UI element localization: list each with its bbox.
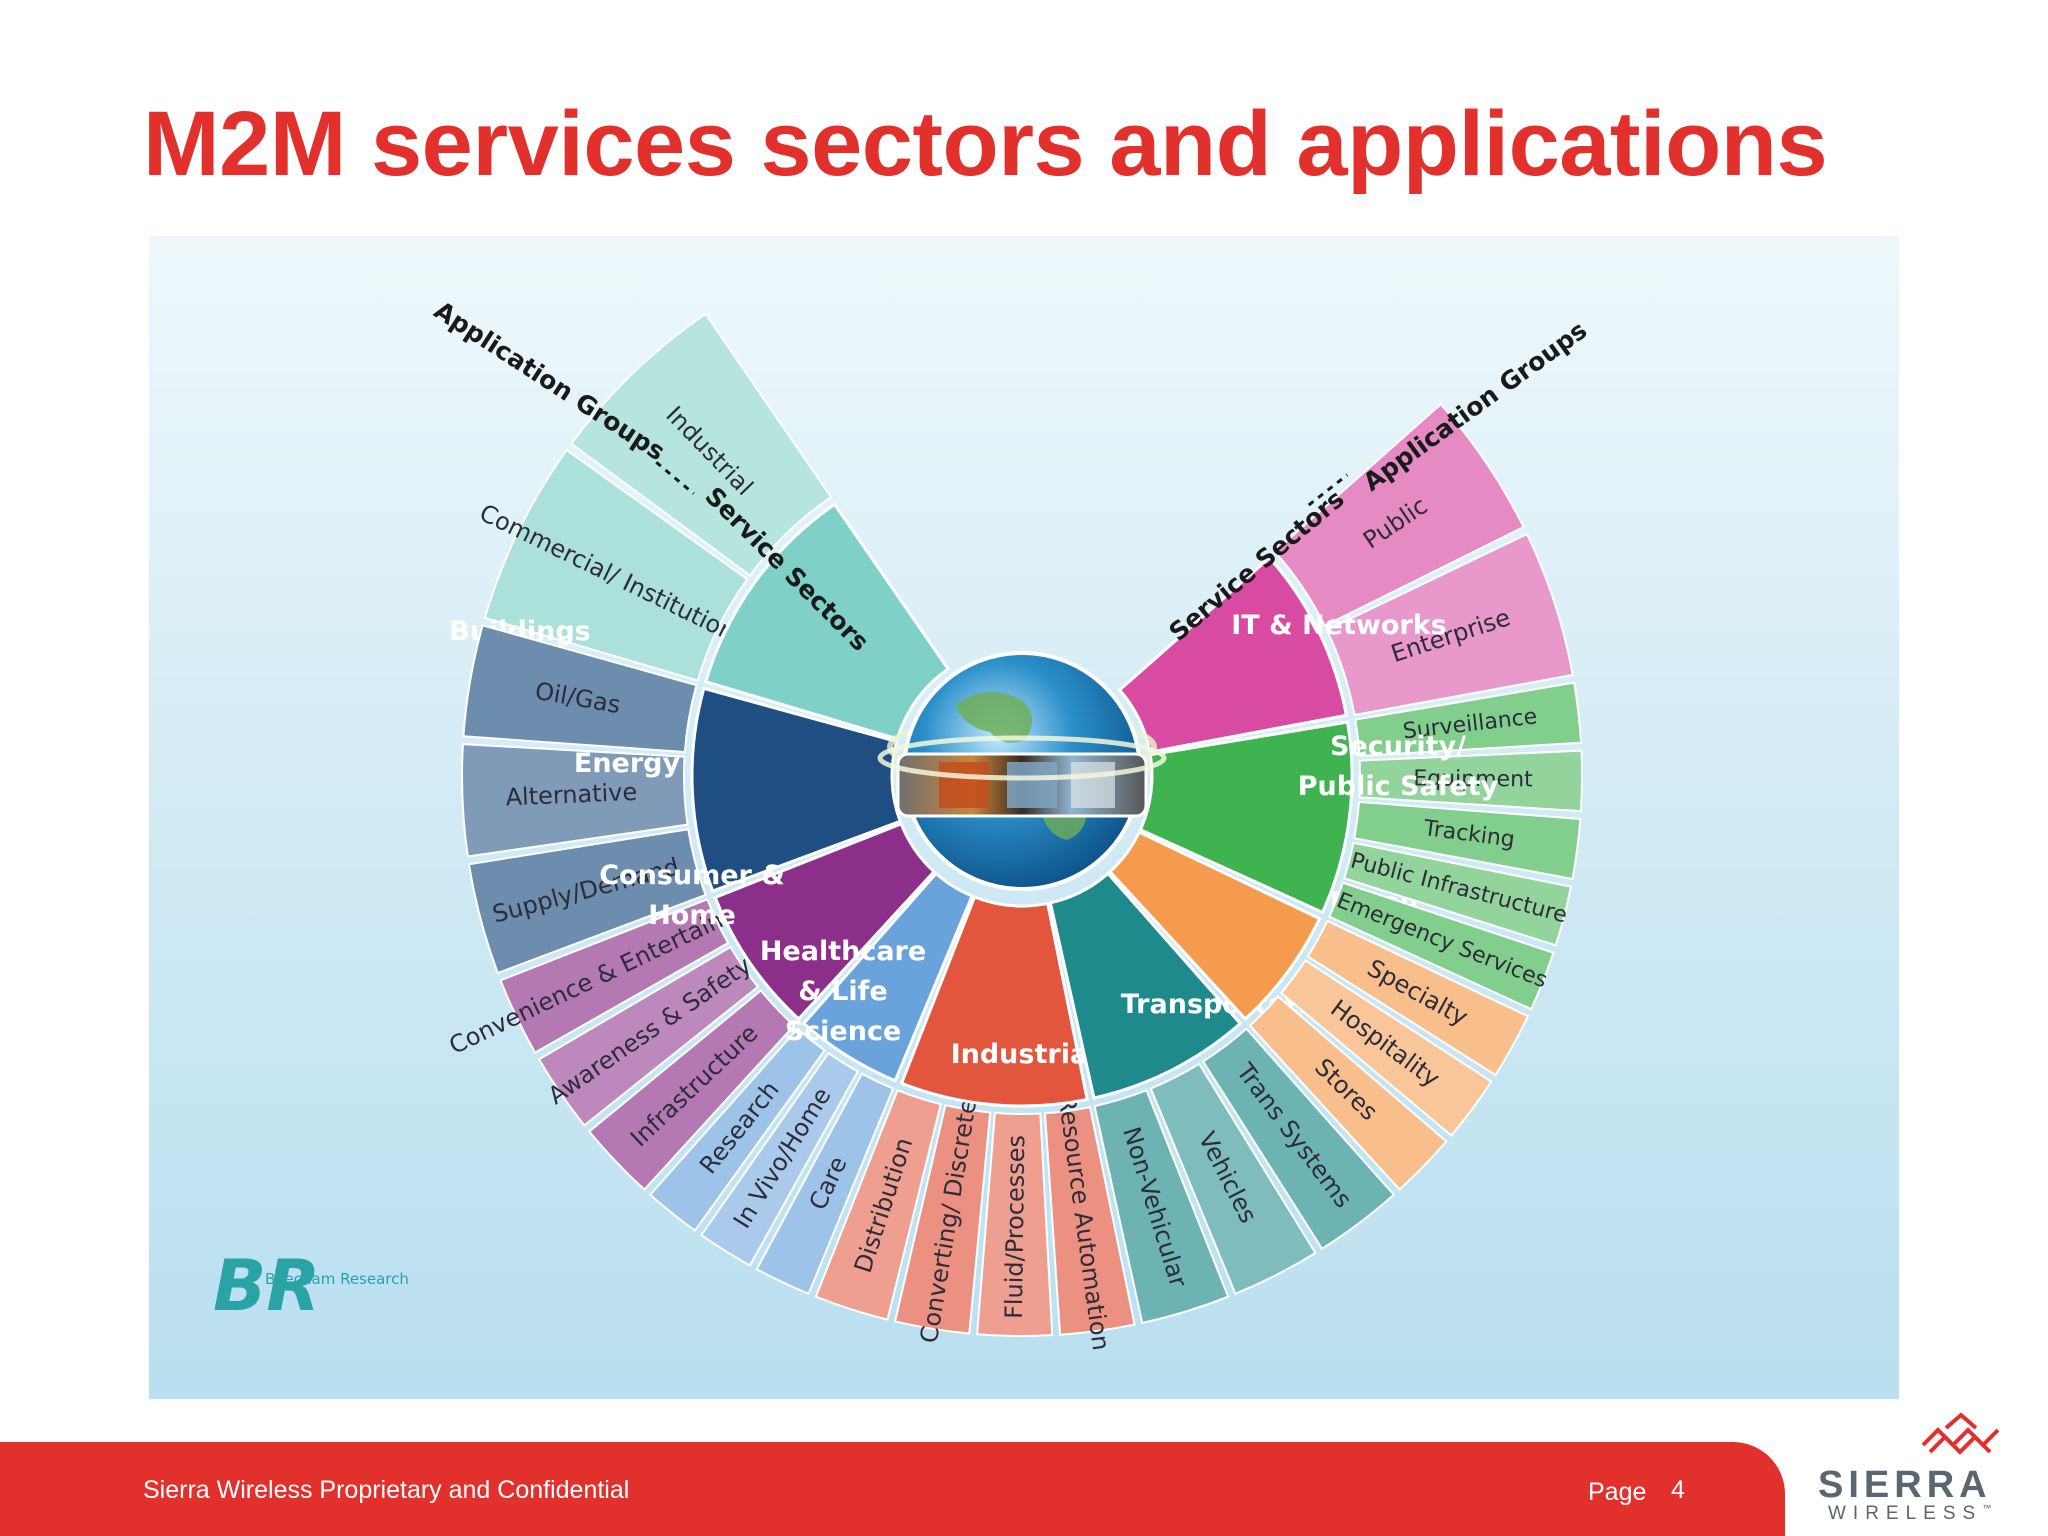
application-group-segment [537, 945, 760, 1127]
application-group-segment [1043, 1105, 1136, 1336]
wheel-rings: Commercial/ InstitutionalIndustrialBuild… [429, 296, 1592, 1353]
page-label: Page [1588, 1478, 1647, 1506]
application-group-segment [467, 828, 707, 975]
application-group-segment [1353, 800, 1582, 881]
application-group-segment [814, 1088, 943, 1321]
application-group-segment [462, 624, 698, 754]
application-group-segment [1093, 1088, 1230, 1325]
application-group-segment [1149, 1062, 1317, 1296]
sector-transportation: Trans SystemsVehiclesNon-VehicularTransp… [1048, 871, 1396, 1325]
sector-retail: SpecialtyHospitalityStoresRetail [1107, 830, 1530, 1191]
footer-bar [0, 1442, 1785, 1536]
application-group-segment [699, 1051, 860, 1267]
application-group-segment [587, 989, 796, 1191]
sector-industrial: Resource AutomationFluid/ProcessesConver… [814, 895, 1136, 1352]
application-group-segment [461, 743, 689, 858]
slide-title: M2M services sectors and applications [143, 93, 1828, 195]
application-group-segment [1201, 1027, 1396, 1251]
service-sector-segment [713, 821, 937, 1022]
application-group-segment [483, 448, 749, 682]
header-divider [655, 461, 695, 495]
application-group-segment [1248, 995, 1448, 1191]
brand-subname-text: WIRELESS [1828, 1503, 1983, 1524]
application-group-segment [1327, 881, 1555, 1011]
application-group-segment [648, 1027, 826, 1232]
sector-wheel-svg: Commercial/ InstitutionalIndustrialBuild… [149, 236, 1899, 1399]
application-group-segment [976, 1111, 1054, 1337]
application-group-segment [893, 1104, 992, 1335]
beecham-research-logo: BR Beecham Research [213, 1245, 409, 1327]
beecham-logo-mark: BR [213, 1245, 320, 1327]
service-sector-label: Consumer &Home [599, 860, 785, 931]
service-sector-segment [1117, 555, 1349, 754]
application-group-label: Equipment [1413, 766, 1533, 792]
header-divider [1307, 473, 1349, 507]
beecham-logo-text: Beecham Research [265, 1270, 409, 1288]
brand-name: SIERRA [1818, 1464, 1992, 1506]
brand-trademark: ™ [1982, 1503, 1992, 1513]
brand-subname: WIRELESS™ [1828, 1503, 1991, 1525]
service-sector-label: Industrial [951, 1039, 1098, 1070]
service-sector-segment [690, 686, 903, 893]
application-group-segment [1354, 681, 1583, 758]
sector-buildings: Commercial/ InstitutionalIndustrialBuild… [449, 312, 951, 741]
application-group-segment [1325, 532, 1574, 717]
service-sector-segment [801, 871, 975, 1083]
service-sector-segment [703, 502, 951, 741]
globe [877, 651, 1167, 891]
service-sector-label: IT & Networks [1231, 610, 1446, 641]
application-group-segment [499, 898, 730, 1054]
service-sector-segment [1138, 720, 1354, 915]
application-group-segment [1273, 402, 1525, 628]
application-group-label: Fluid/Processes [1000, 1135, 1030, 1319]
application-group-segment [569, 312, 833, 577]
application-group-segment [1358, 749, 1583, 813]
sierra-wireless-logo-icon [1921, 1412, 2000, 1455]
service-sector-segment [1107, 830, 1322, 1022]
service-sector-label: Energy [574, 748, 681, 779]
application-group-segment [755, 1072, 895, 1296]
service-sector-segment [899, 895, 1089, 1108]
application-group-segment [1306, 919, 1530, 1077]
application-group-label: Alternative [505, 778, 638, 812]
application-group-segment [1279, 959, 1493, 1137]
footer-confidential: Sierra Wireless Proprietary and Confiden… [143, 1476, 630, 1504]
service-sector-segment [1048, 871, 1243, 1100]
application-group-segment [1342, 841, 1573, 947]
service-sector-label: Security/Public Safety [1298, 731, 1499, 802]
page-number: 4 [1671, 1476, 1685, 1504]
